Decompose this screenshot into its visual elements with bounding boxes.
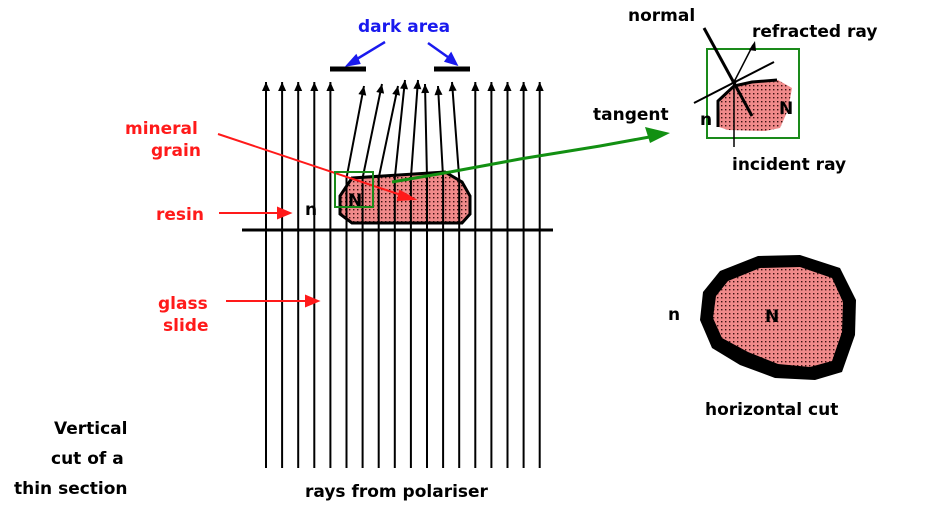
- glass-slide-pointer: [226, 294, 321, 308]
- ray-arrowhead-icon: [376, 84, 385, 94]
- refracted-ray-label: refracted ray: [752, 22, 877, 42]
- horizontal-cut-label: horizontal cut: [705, 400, 838, 420]
- inset-refraction-detail: [693, 27, 800, 147]
- deflected-ray: [377, 85, 399, 468]
- inset-grain-shape: [719, 80, 792, 131]
- deflected-ray: [393, 79, 406, 468]
- deflected-ray: [424, 83, 428, 468]
- grain-index-label: N: [348, 191, 362, 211]
- title-line3: thin section: [14, 479, 128, 499]
- deflected-ray: [409, 79, 419, 468]
- rays-from-polariser-label: rays from polariser: [305, 482, 489, 502]
- refracted-ray-line: [733, 44, 754, 83]
- resin-label: resin: [156, 205, 204, 225]
- horizontal-cut-grain-index: N: [765, 307, 779, 327]
- ray-arrowhead-icon: [294, 82, 303, 91]
- ray-arrowhead-icon: [434, 86, 443, 96]
- ray-arrowhead-icon: [262, 82, 270, 91]
- ray-arrowhead-icon: [421, 84, 430, 94]
- deflected-ray: [345, 85, 365, 468]
- ray-arrowhead-icon: [278, 82, 287, 91]
- polariser-rays: [262, 79, 544, 468]
- title-line1: Vertical: [54, 419, 127, 439]
- normal-label: normal: [628, 6, 695, 26]
- ray-arrowhead-icon: [392, 86, 401, 96]
- deflected-ray: [451, 81, 461, 468]
- ray-arrowhead-icon: [503, 82, 512, 91]
- ray-arrowhead-icon: [413, 80, 422, 90]
- horizontal-cut-grain: [713, 267, 843, 367]
- title-line2: cut of a: [51, 449, 124, 469]
- ray-arrowhead-icon: [326, 82, 335, 91]
- inset-resin-index-label: n: [700, 110, 712, 130]
- ray-arrowhead-icon: [487, 82, 496, 91]
- ray-arrowhead-icon: [358, 86, 367, 96]
- dark-area-label: dark area: [358, 17, 450, 37]
- glass-slide-label-line1: glass: [158, 294, 208, 314]
- inset-grain-index-label: N: [779, 99, 793, 119]
- glass-slide-label-line2: slide: [163, 316, 208, 336]
- mineral-grain-label-line1: mineral: [125, 119, 198, 139]
- resin-pointer: [219, 206, 293, 220]
- horizontal-cut-resin-index: n: [668, 305, 680, 325]
- ray-arrowhead-icon: [471, 82, 480, 91]
- tangent-label: tangent: [593, 105, 669, 125]
- deflected-ray: [361, 83, 383, 468]
- mineral-grain-label-line2: grain: [151, 141, 201, 161]
- dark-area-arrows: [344, 40, 459, 67]
- normal-line: [702, 27, 754, 117]
- ray-arrowhead-icon: [310, 82, 319, 91]
- ray-arrowhead-icon: [535, 82, 544, 91]
- resin-index-label: n: [305, 200, 317, 220]
- deflected-ray: [437, 85, 445, 468]
- ray-arrowhead-icon: [400, 80, 409, 90]
- ray-arrowhead-icon: [519, 82, 528, 91]
- tangent-arrow: [391, 127, 670, 184]
- ray-arrowhead-icon: [448, 82, 457, 92]
- incident-ray-label: incident ray: [732, 155, 846, 175]
- mineral-grain-pointer: [217, 133, 418, 202]
- magnify-box: [334, 171, 374, 208]
